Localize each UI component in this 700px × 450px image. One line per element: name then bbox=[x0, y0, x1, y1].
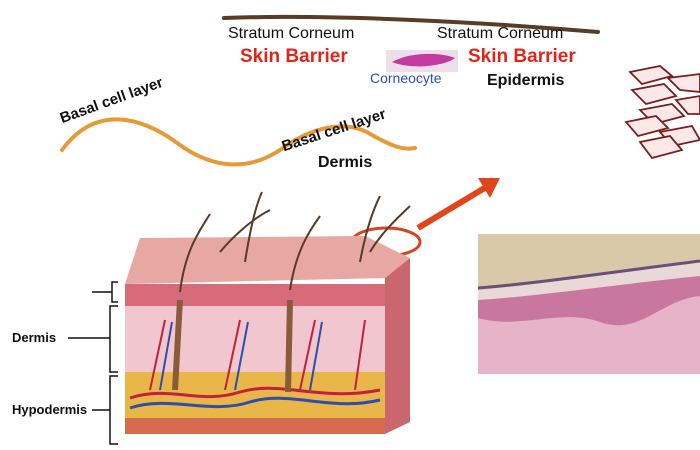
layer-brackets bbox=[68, 281, 118, 445]
corneocyte-cell-icon bbox=[386, 50, 458, 72]
epidermis-label: Epidermis bbox=[487, 72, 565, 89]
side-label-dermis: Dermis bbox=[12, 330, 57, 345]
dermis-label-top: Dermis bbox=[318, 154, 373, 171]
stratum-corneum-line bbox=[222, 14, 600, 34]
skin-block-illustration bbox=[125, 191, 411, 434]
corneocyte-label: Corneocyte bbox=[370, 70, 442, 86]
histology-micrograph bbox=[477, 234, 700, 374]
stratum-corneum-label-right: Stratum Corneum bbox=[437, 25, 564, 42]
skin-barrier-label-left: Skin Barrier bbox=[240, 46, 348, 67]
basal-cell-layer-line bbox=[60, 117, 417, 167]
stratum-corneum-label-left: Stratum Corneum bbox=[228, 25, 355, 42]
brick-wall-icon bbox=[624, 65, 700, 160]
skin-barrier-label-right: Skin Barrier bbox=[468, 46, 576, 67]
side-label-hypodermis: Hypodermis bbox=[12, 402, 88, 417]
